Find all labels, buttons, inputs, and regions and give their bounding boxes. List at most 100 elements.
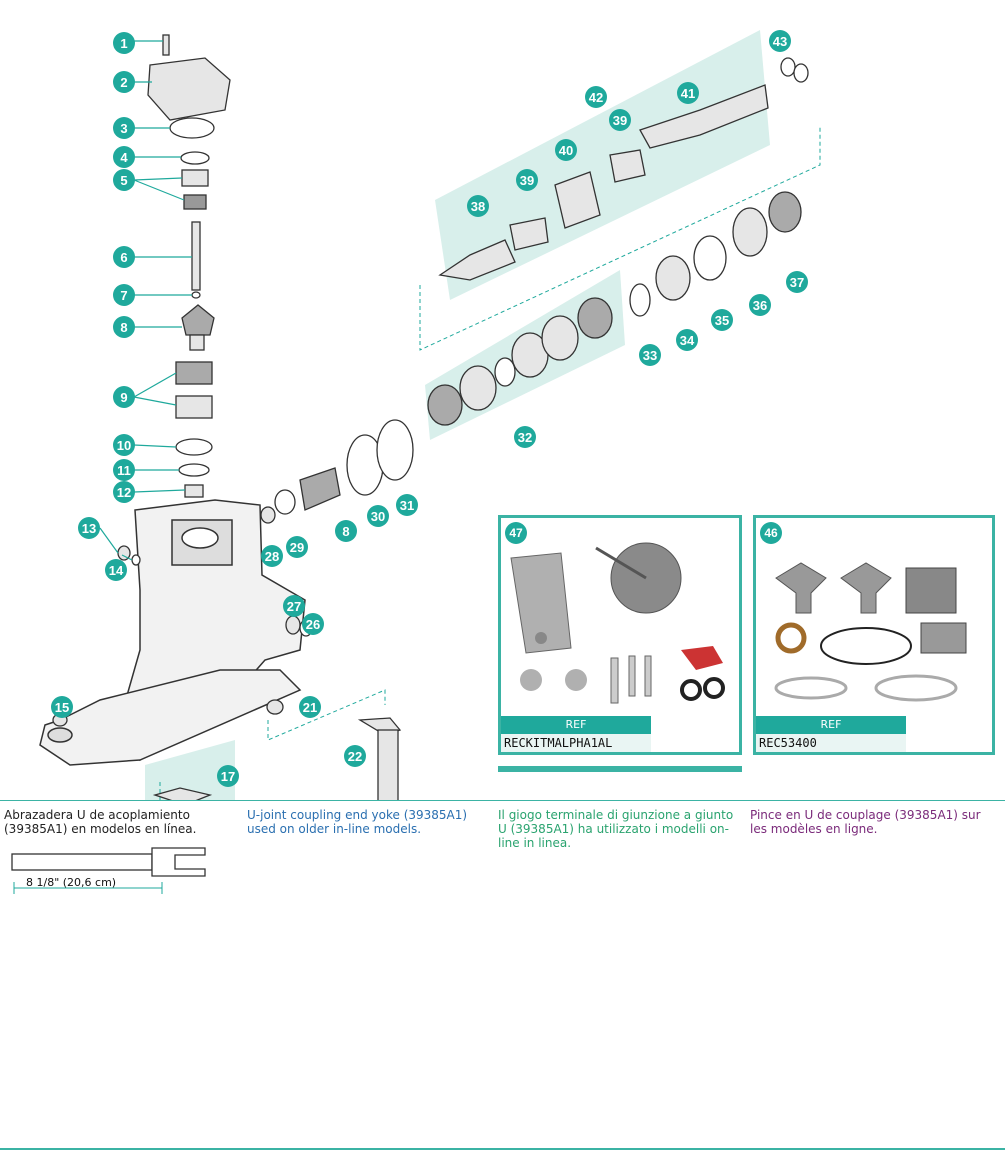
svg-text:43: 43 bbox=[773, 34, 787, 49]
callout-1: 1 bbox=[113, 32, 135, 54]
callout-31: 31 bbox=[396, 494, 418, 516]
kit-46-ref-label: REF bbox=[756, 716, 906, 734]
svg-text:28: 28 bbox=[265, 549, 279, 564]
svg-text:31: 31 bbox=[400, 498, 414, 513]
kit-47-parts-illustration bbox=[510, 542, 725, 704]
callout-26: 26 bbox=[302, 613, 324, 635]
svg-text:33: 33 bbox=[643, 348, 657, 363]
footer-divider bbox=[0, 1148, 1005, 1150]
caption-divider bbox=[0, 800, 1005, 801]
callout-markers: 1 2 3 4 5 6 7 8 9 10 11 12 13 14 15 16 1… bbox=[51, 30, 808, 787]
callout-41: 41 bbox=[677, 82, 699, 104]
callout-29: 29 bbox=[286, 536, 308, 558]
svg-text:4: 4 bbox=[120, 150, 128, 165]
svg-text:42: 42 bbox=[589, 90, 603, 105]
svg-text:14: 14 bbox=[109, 563, 124, 578]
kit-box-47: 47 REF RECKITMALPHA1AL bbox=[498, 515, 742, 755]
callout-8: 8 bbox=[113, 316, 135, 338]
exploded-parts-diagram: 1 2 3 4 5 6 7 8 9 10 11 12 13 14 15 16 1… bbox=[39, 30, 821, 800]
callout-28: 28 bbox=[261, 545, 283, 567]
kit-number-47: 47 bbox=[505, 522, 527, 544]
svg-text:22: 22 bbox=[348, 749, 362, 764]
callout-27: 27 bbox=[283, 595, 305, 617]
callout-32: 32 bbox=[514, 426, 536, 448]
callout-33: 33 bbox=[639, 344, 661, 366]
svg-text:12: 12 bbox=[117, 485, 131, 500]
dashed-guide bbox=[419, 125, 821, 351]
svg-text:15: 15 bbox=[55, 700, 69, 715]
caption-english: U-joint coupling end yoke (39385A1) used… bbox=[247, 808, 468, 836]
svg-text:9: 9 bbox=[120, 390, 127, 405]
callout-17: 17 bbox=[217, 765, 239, 787]
yoke-drawing bbox=[11, 847, 206, 894]
callout-10: 10 bbox=[113, 434, 135, 456]
callout-40: 40 bbox=[555, 139, 577, 161]
callout-11: 11 bbox=[113, 459, 135, 481]
svg-text:10: 10 bbox=[117, 438, 131, 453]
caption-italian: Il giogo terminale di giunzione a giunto… bbox=[498, 808, 734, 850]
svg-text:27: 27 bbox=[287, 599, 301, 614]
callout-13: 13 bbox=[78, 517, 100, 539]
caption-spanish: Abrazadera U de acoplamiento (39385A1) e… bbox=[4, 808, 197, 836]
caption-french: Pince en U de couplage (39385A1) sur les… bbox=[750, 808, 981, 836]
callout-15: 15 bbox=[51, 696, 73, 718]
svg-text:36: 36 bbox=[753, 298, 767, 313]
svg-text:29: 29 bbox=[290, 540, 304, 555]
callout-30: 30 bbox=[367, 505, 389, 527]
svg-text:8: 8 bbox=[120, 320, 127, 335]
svg-text:6: 6 bbox=[120, 250, 127, 265]
svg-text:39: 39 bbox=[613, 113, 627, 128]
callout-4: 4 bbox=[113, 146, 135, 168]
kit-box-46: 46 REF REC53400 bbox=[753, 515, 995, 755]
callout-9: 9 bbox=[113, 386, 135, 408]
kit-46-ref-code: REC53400 bbox=[756, 734, 906, 752]
kit-46-parts-illustration bbox=[774, 562, 967, 702]
callout-22: 22 bbox=[344, 745, 366, 767]
svg-text:5: 5 bbox=[120, 173, 127, 188]
callout-36: 36 bbox=[749, 294, 771, 316]
callout-21: 21 bbox=[299, 696, 321, 718]
callout-35: 35 bbox=[711, 309, 733, 331]
svg-text:3: 3 bbox=[120, 121, 127, 136]
stack-parts bbox=[147, 34, 231, 498]
svg-text:30: 30 bbox=[371, 509, 385, 524]
kit-box-44 bbox=[498, 766, 742, 772]
leader-lines bbox=[99, 40, 192, 561]
svg-text:26: 26 bbox=[306, 617, 320, 632]
callout-43: 43 bbox=[769, 30, 791, 52]
svg-text:39: 39 bbox=[520, 173, 534, 188]
callout-6: 6 bbox=[113, 246, 135, 268]
pump-parts-panel bbox=[145, 740, 235, 800]
svg-text:1: 1 bbox=[120, 36, 127, 51]
callout-12: 12 bbox=[113, 481, 135, 503]
svg-text:37: 37 bbox=[790, 275, 804, 290]
svg-text:40: 40 bbox=[559, 143, 573, 158]
callout-39: 39 bbox=[516, 169, 538, 191]
svg-text:41: 41 bbox=[681, 86, 695, 101]
svg-text:35: 35 bbox=[715, 313, 729, 328]
svg-text:34: 34 bbox=[680, 333, 695, 348]
callout-34: 34 bbox=[676, 329, 698, 351]
callout-38: 38 bbox=[467, 195, 489, 217]
callout-3: 3 bbox=[113, 117, 135, 139]
callout-37: 37 bbox=[786, 271, 808, 293]
svg-text:8: 8 bbox=[342, 524, 349, 539]
callout-5: 5 bbox=[113, 169, 135, 191]
kit-47-ref-code: RECKITMALPHA1AL bbox=[501, 734, 651, 752]
svg-text:11: 11 bbox=[117, 463, 131, 478]
yoke-dimension-label: 8 1/8" (20,6 cm) bbox=[26, 876, 117, 889]
callout-39b: 39 bbox=[609, 109, 631, 131]
svg-text:13: 13 bbox=[82, 521, 96, 536]
svg-text:2: 2 bbox=[120, 75, 127, 90]
callout-2: 2 bbox=[113, 71, 135, 93]
dashed-guide-tube bbox=[267, 689, 386, 741]
callout-8b: 8 bbox=[335, 520, 357, 542]
svg-text:32: 32 bbox=[518, 430, 532, 445]
callout-42: 42 bbox=[585, 86, 607, 108]
svg-text:7: 7 bbox=[120, 288, 127, 303]
kit-number-46: 46 bbox=[760, 522, 782, 544]
callout-7: 7 bbox=[113, 284, 135, 306]
svg-text:38: 38 bbox=[471, 199, 485, 214]
svg-text:21: 21 bbox=[303, 700, 317, 715]
gear-housing bbox=[39, 499, 306, 766]
